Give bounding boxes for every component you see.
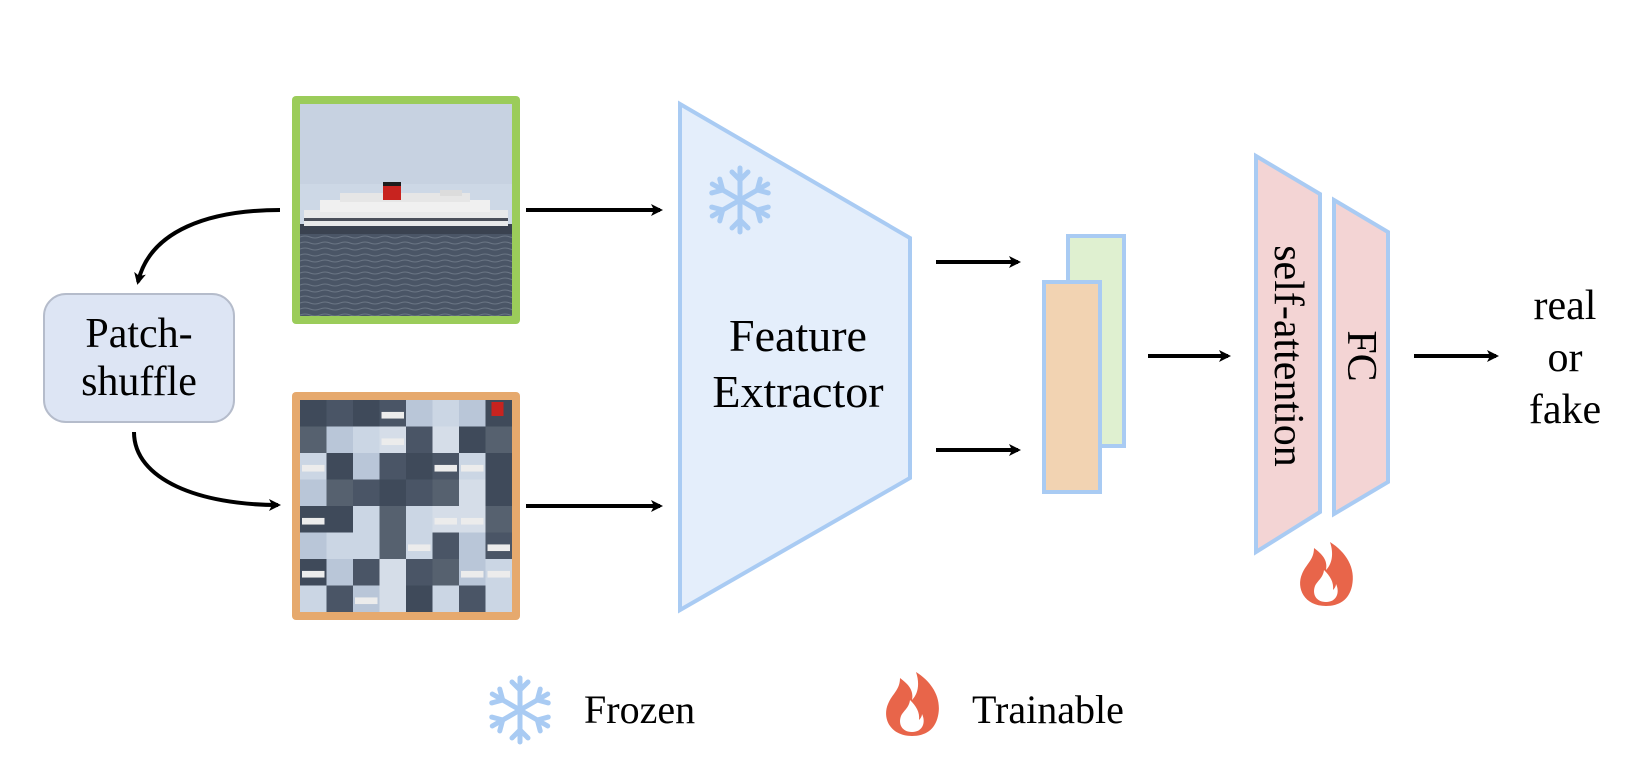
original-image	[292, 96, 520, 324]
legend-snowflake-icon	[488, 678, 551, 742]
ship-fragment	[381, 411, 404, 419]
shuffled-patch	[300, 479, 327, 507]
shuffled-patch	[406, 585, 433, 612]
shuffled-patch	[406, 479, 433, 507]
shuffled-patch	[326, 426, 354, 454]
patch-shuffle-box	[43, 293, 235, 423]
shuffled-patch	[353, 426, 380, 454]
shuffled-patch	[406, 453, 433, 480]
ship-fragment	[461, 570, 484, 578]
ship-fragment	[487, 570, 510, 578]
ship-fragment	[408, 544, 431, 552]
shuffled-patch	[353, 559, 380, 586]
shuffled-patch	[379, 479, 407, 507]
ship-photo	[300, 104, 512, 316]
funnel-fragment	[491, 402, 504, 416]
shuffled-patch	[379, 453, 407, 480]
arrow-patch-shuffle-to-shuffled	[132, 431, 281, 511]
shuffled-patch	[432, 426, 460, 454]
shuffled-patch	[485, 506, 512, 533]
shuffled-patch	[406, 506, 433, 533]
shuffled-patch	[432, 532, 460, 560]
shuffled-patch	[326, 400, 354, 427]
ship-fragment	[381, 438, 404, 446]
shuffled-patch	[379, 532, 407, 560]
shuffled-patch	[432, 585, 460, 612]
shuffled-patch	[326, 506, 354, 533]
self-attention-label: self-attention	[1265, 245, 1311, 467]
output-label: real or fake	[1510, 280, 1620, 436]
ship-fragment	[302, 570, 325, 578]
shuffled-patch	[406, 400, 433, 427]
shuffled-patch	[353, 400, 380, 427]
shuffled-patch	[485, 426, 512, 454]
shuffled-patch	[379, 506, 407, 533]
output-line2: or	[1547, 335, 1583, 381]
shuffled-patch	[300, 400, 327, 427]
ship-fragment	[434, 517, 457, 525]
shuffled-patch	[353, 479, 380, 507]
ship-fragment	[461, 464, 484, 472]
shuffled-patch	[432, 400, 460, 427]
shuffled-patch	[459, 426, 486, 454]
shuffled-patch	[300, 426, 327, 454]
feature-extractor-line1: Feature	[729, 310, 867, 361]
feature-extractor-line2: Extractor	[712, 366, 884, 417]
output-line3: fake	[1528, 387, 1602, 433]
ship-fragment	[487, 544, 510, 552]
ship-fragment	[434, 464, 457, 472]
snowflake-icon	[708, 165, 771, 232]
shuffled-patch	[379, 559, 407, 586]
shuffled-patch	[406, 426, 433, 454]
shuffled-patch	[459, 532, 486, 560]
shuffled-patch	[406, 559, 433, 586]
patch-shuffle-line2: shuffle	[81, 359, 197, 405]
shuffled-image	[292, 392, 520, 620]
legend-frozen-label: Frozen	[584, 687, 696, 732]
feature-extractor-label: Feature Extractor	[688, 308, 908, 420]
shuffled-patch	[459, 400, 486, 427]
ship-fragment	[302, 517, 325, 525]
shuffled-patch	[326, 559, 354, 586]
shuffled-patch	[326, 453, 354, 480]
shuffled-patch	[353, 453, 380, 480]
shuffled-patch	[432, 559, 460, 586]
ship-fragment	[461, 517, 484, 525]
flame-icon	[1300, 542, 1353, 606]
shuffled-patch	[326, 585, 354, 612]
self-attention-block	[1254, 152, 1322, 556]
fc-block	[1332, 196, 1390, 518]
shuffled-patch	[379, 585, 407, 612]
patch-shuffle-line1: Patch-	[85, 311, 193, 357]
shuffled-patch	[432, 479, 460, 507]
shuffled-patch	[459, 585, 486, 612]
fc-label: FC	[1338, 330, 1384, 382]
output-line1: real	[1533, 283, 1597, 329]
shuffled-patch	[485, 453, 512, 480]
legend-flame-icon	[886, 672, 939, 736]
shuffled-patch	[300, 532, 327, 560]
shuffled-patch	[459, 479, 486, 507]
shuffled-patch	[485, 479, 512, 507]
shuffled-patch	[326, 532, 354, 560]
shuffled-patch	[326, 479, 354, 507]
legend-trainable-label: Trainable	[972, 687, 1124, 732]
feature-map-shuffled	[1042, 280, 1102, 494]
shuffled-patch	[353, 506, 380, 533]
shuffled-patches	[300, 400, 512, 612]
shuffled-patch	[300, 585, 327, 612]
ship-fragment	[355, 597, 378, 605]
shuffled-patch	[485, 585, 512, 612]
shuffled-patch	[353, 532, 380, 560]
arrow-image-to-patch-shuffle	[134, 208, 281, 285]
ship-fragment	[302, 464, 325, 472]
patch-shuffle-label: Patch- shuffle	[44, 310, 234, 406]
